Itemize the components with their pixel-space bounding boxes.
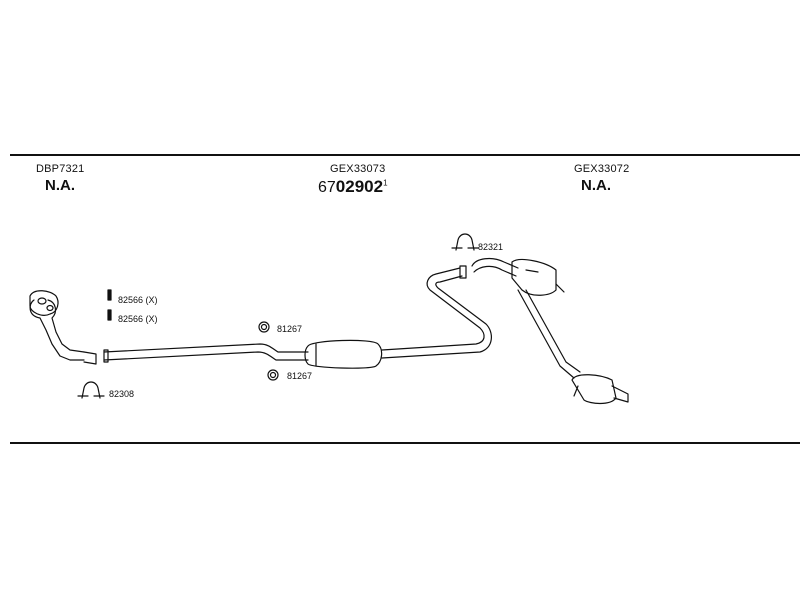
front-pipe-icon [29, 290, 97, 365]
clamp-front-label: 82308 [109, 389, 135, 399]
order-suffix: 1 [383, 178, 388, 188]
order-prefix: 67 [318, 179, 336, 196]
column-1-status: N.A. [45, 177, 75, 194]
rear-silencer-icon [471, 257, 629, 405]
rubber-ring-icon [258, 321, 279, 381]
bottom-rule [10, 442, 800, 444]
gasket-2-label: 82566 (X) [118, 314, 158, 324]
clamp-icon [451, 233, 479, 251]
column-3-code: GEX33072 [574, 163, 630, 175]
middle-silencer-icon [304, 339, 383, 369]
top-rule [10, 154, 800, 156]
column-3-status: N.A. [581, 177, 611, 194]
order-main: 02902 [335, 177, 384, 196]
clamp-rear-label: 82321 [478, 242, 504, 252]
ring-2-label: 81267 [287, 371, 313, 381]
column-2-order-number: 67029021 [318, 177, 388, 197]
gasket-icon [107, 289, 112, 321]
clamp-icon [77, 381, 105, 399]
gasket-1-label: 82566 (X) [118, 295, 158, 305]
column-1-code: DBP7321 [36, 163, 85, 175]
ring-1-label: 81267 [277, 324, 303, 334]
column-2-code: GEX33073 [330, 163, 386, 175]
